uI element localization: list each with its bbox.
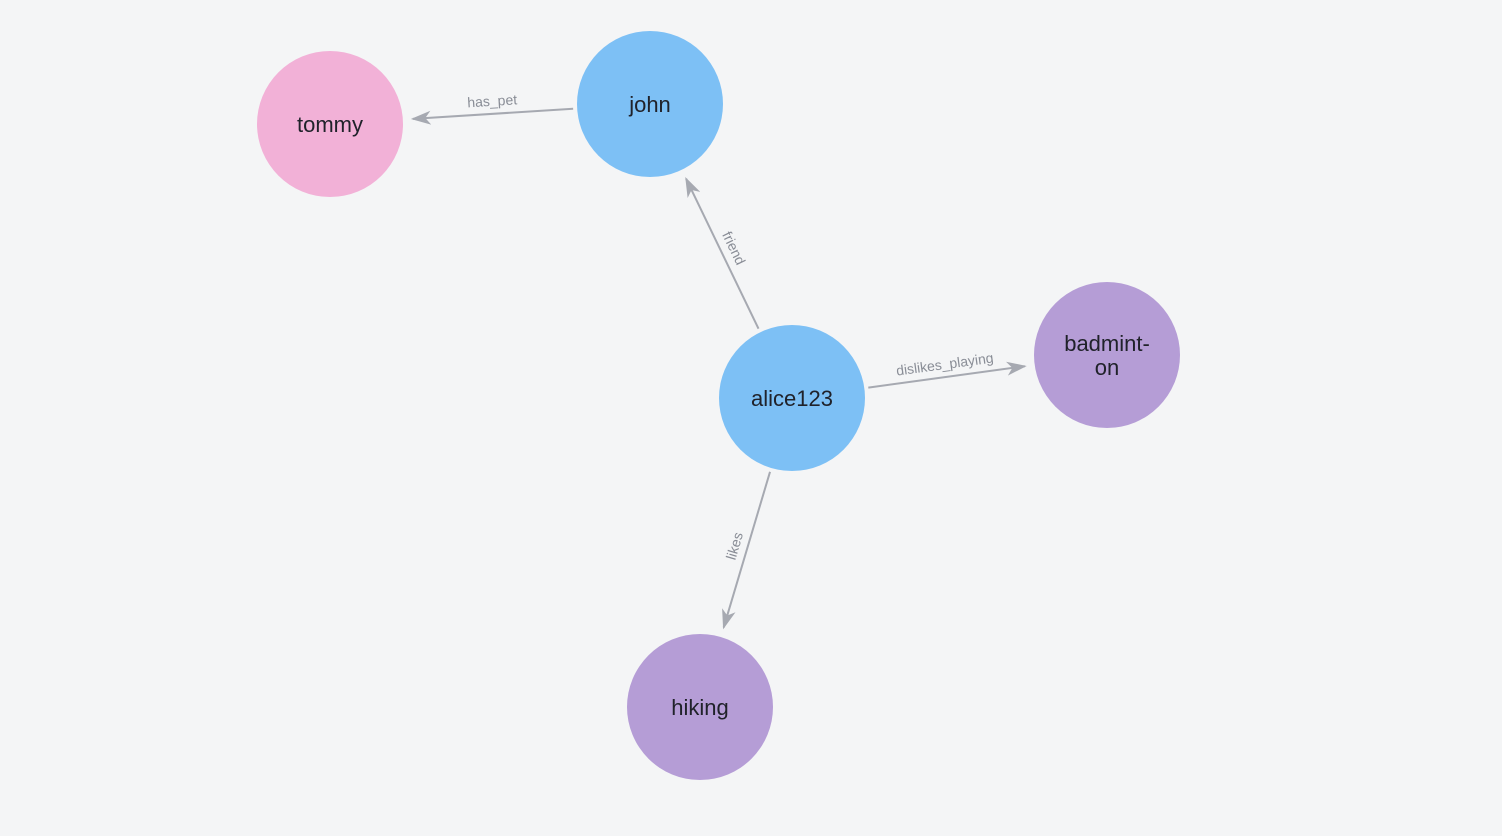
node-circle[interactable] (577, 31, 723, 177)
edge-label: friend (719, 229, 749, 268)
node-circle[interactable] (719, 325, 865, 471)
edge-label: likes (723, 530, 746, 561)
edge-line[interactable] (868, 361, 1027, 389)
graph-node-alice123[interactable]: alice123 (719, 325, 865, 471)
edge-line[interactable] (685, 176, 760, 330)
edge-line[interactable] (722, 471, 771, 630)
graph-edge-dislikes_playing[interactable]: dislikes_playing (868, 349, 1027, 389)
node-circle[interactable] (627, 634, 773, 780)
graph-node-john[interactable]: john (577, 31, 723, 177)
node-circle[interactable] (257, 51, 403, 197)
graph-node-hiking[interactable]: hiking (627, 634, 773, 780)
graph-edge-friend[interactable]: friend (685, 176, 760, 330)
edge-line[interactable] (410, 107, 574, 125)
edge-label: dislikes_playing (895, 349, 994, 378)
edge-label: has_pet (467, 91, 518, 110)
graph-node-badminton[interactable]: badmint-on (1034, 282, 1180, 428)
node-circle[interactable] (1034, 282, 1180, 428)
graph-edge-has_pet[interactable]: has_pet (410, 91, 574, 125)
graph-node-tommy[interactable]: tommy (257, 51, 403, 197)
graph-edge-likes[interactable]: likes (722, 471, 771, 630)
